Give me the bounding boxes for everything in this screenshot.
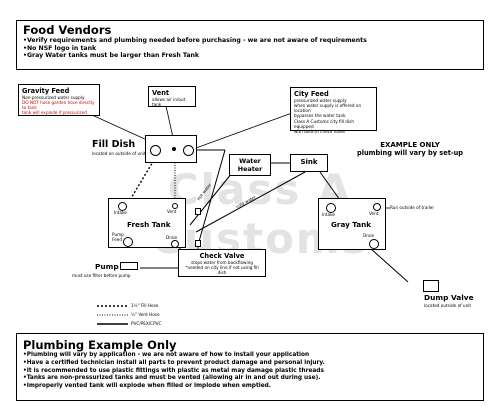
city-callout-line <box>195 112 293 149</box>
fresh-tank-name: Fresh Tank <box>127 220 171 229</box>
notice-line: •Tanks are non-pressurized tanks and mus… <box>23 375 321 382</box>
sink: Sink <box>290 154 328 172</box>
notice-line: •It is recommended to use plastic fittin… <box>23 367 324 374</box>
hot-water-line <box>189 172 233 226</box>
intake-port-icon <box>326 203 336 213</box>
gravity-feed-warning: tank will explode if pressurized <box>22 110 87 115</box>
gray-vent-label: Vent <box>369 211 379 216</box>
fresh-tank: Intake Vent Fresh Tank Pump Feed Drain <box>108 198 186 248</box>
sink-gray-line <box>319 171 341 201</box>
pump-label: Pump <box>95 262 119 271</box>
vent-port-icon <box>172 203 178 209</box>
fresh-intake-label: Intake <box>114 210 127 215</box>
drain-dump-line <box>369 247 409 283</box>
check-valve-note: *needed on city line if not using fill d… <box>185 265 259 275</box>
fresh-drain-label: Drain <box>166 235 178 240</box>
city-feed-desc: Class A Customs city fill dish equipped <box>294 119 354 129</box>
gray-tank: Intake Vent Gray Tank Drain <box>318 198 386 250</box>
city-feed-title: City Feed <box>294 90 329 98</box>
plumbing-example-notice: Plumbing Example Only •Plumbing will var… <box>16 333 484 401</box>
fill-port-icon <box>150 145 161 156</box>
city-port-icon <box>183 145 194 156</box>
vent-port-icon <box>172 147 176 151</box>
vent-port-icon <box>373 203 381 211</box>
notice-line: •Have a certified technician install all… <box>23 359 325 366</box>
drain-port-icon <box>171 240 179 248</box>
example-only-title: EXAMPLE ONLY <box>380 141 440 149</box>
intake-port-icon <box>118 202 127 211</box>
example-only-note: EXAMPLE ONLY plumbing will vary by set-u… <box>340 141 480 157</box>
dump-valve-title: Dump Valve <box>424 293 474 302</box>
legend-pvc: PVC/PEX/CPVC <box>131 321 162 326</box>
notice-line: •Verify requirements and plumbing needed… <box>23 37 367 44</box>
city-feed-desc: with built-in check valve <box>294 129 346 134</box>
city-feed-desc: bypasses the water tank <box>294 113 346 118</box>
notice-line: •Gray Water tanks must be larger than Fr… <box>23 52 200 60</box>
city-feed-callout: City Feed pressurized water supply when … <box>290 87 377 134</box>
city-feed-desc: pressurized water supply <box>294 98 347 103</box>
gray-tank-name: Gray Tank <box>331 220 371 229</box>
notice-line: •No NSF logo in tank <box>23 44 97 52</box>
pump-feed-label: Feed <box>112 237 122 242</box>
notice-line: •Improperly vented tank will explode whe… <box>23 383 271 390</box>
gravity-feed-callout: Gravity Feed Non-pressurized water suppl… <box>18 84 100 116</box>
pump-feed-port-icon <box>123 237 133 247</box>
vent-callout: Vent allows air in/out tank <box>148 86 196 107</box>
gray-intake-label: Intake <box>322 212 335 217</box>
food-vendors-notice: Food Vendors •Verify requirements and pl… <box>16 20 484 70</box>
check-valve-callout: Check Valve stops water from backflowing… <box>178 249 266 277</box>
gravity-feed-title: Gravity Feed <box>22 87 70 95</box>
food-vendors-title: Food Vendors <box>23 23 112 37</box>
vent-title: Vent <box>152 89 170 97</box>
fresh-vent-label: Vent <box>167 209 177 214</box>
check-valve-title: Check Valve <box>199 252 245 260</box>
pump-icon <box>120 262 138 270</box>
water-heater-label: Water <box>239 157 261 165</box>
check-valve-marker <box>195 240 201 247</box>
city-line-b <box>197 149 226 246</box>
water-heater: Water Heater <box>229 154 271 176</box>
check-valve-desc: stops water from backflowing <box>191 260 253 265</box>
gravity-feed-warning: DO NOT hose garden hose directly to tank <box>22 100 95 110</box>
legend-vent-hose: ½" Vent Hose <box>131 312 160 317</box>
dump-valve-icon <box>423 280 439 292</box>
cold-water-line <box>195 171 306 233</box>
plumbing-example-title: Plumbing Example Only <box>23 338 177 352</box>
water-heater-label: Heater <box>237 165 263 173</box>
legend-fill-hose: 1½" Fill Hose <box>131 303 159 308</box>
dump-valve-subtitle: located outside of unit <box>424 303 472 308</box>
fill-dish-subtitle: located on outside of unit <box>92 151 146 156</box>
fill-dish <box>145 135 197 163</box>
pump-note: must use filter before pump <box>72 273 131 278</box>
city-feed-desc: when water supply is offered on location <box>294 103 362 113</box>
gray-drain-label: Drain <box>363 233 375 238</box>
sink-label: Sink <box>300 158 318 166</box>
pump-feed-label: Pump <box>112 232 124 237</box>
drain-port-icon <box>369 239 379 249</box>
vent-desc: allows air in/out tank <box>152 97 186 107</box>
example-only-subtitle: plumbing will vary by set-up <box>356 149 463 157</box>
gravity-feed-desc: Non-pressurized water supply <box>22 95 85 100</box>
notice-line: •Plumbing will vary by application - we … <box>23 352 310 358</box>
gray-vent-note: Run outside of trailer <box>390 205 435 210</box>
check-valve-marker <box>195 208 201 215</box>
fill-dish-title: Fill Dish <box>92 139 136 150</box>
